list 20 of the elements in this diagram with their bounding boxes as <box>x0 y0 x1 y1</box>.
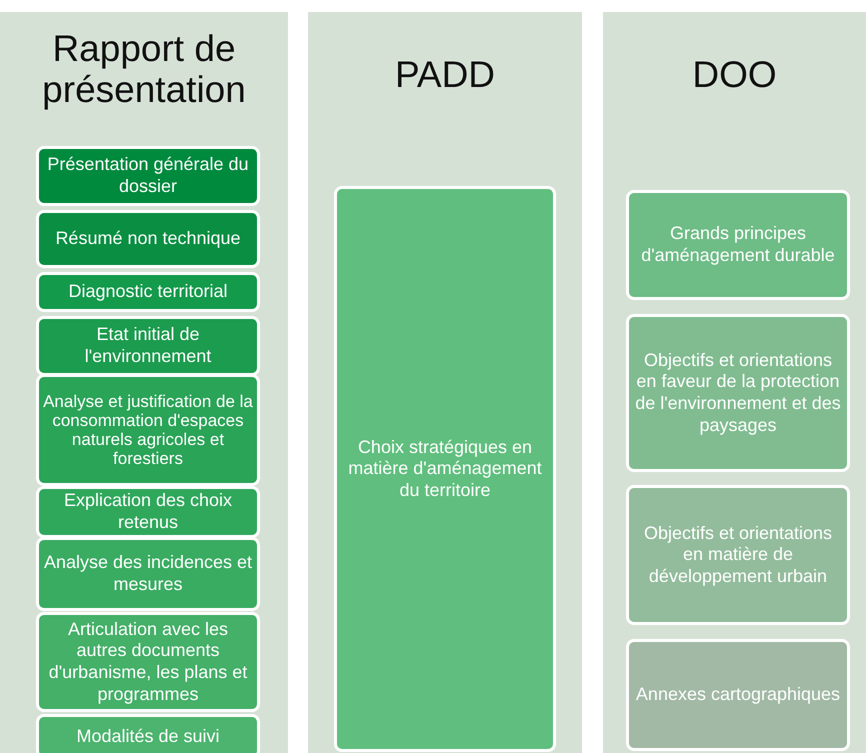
section-box: Annexes cartographiques <box>626 639 850 751</box>
section-box: Grands principes d'aménagement durable <box>626 190 850 300</box>
section-box: Articulation avec les autres documents d'urbanisme, les plans et programmes <box>36 612 260 712</box>
section-box: Résumé non technique <box>36 210 260 268</box>
column-panel <box>308 12 582 753</box>
section-box: Diagnostic territorial <box>36 272 260 312</box>
section-box: Analyse et justification de la consommation d'espaces naturels agricoles et forestiers <box>36 374 260 486</box>
column-heading: PADD <box>394 54 496 96</box>
section-box: Etat initial de l'environnement <box>36 316 260 376</box>
column-heading: Rapport de présentation <box>41 28 247 111</box>
section-box: Objectifs et orientations en matière de développement urbain <box>626 485 850 625</box>
column-heading: DOO <box>691 54 778 96</box>
column-panel <box>603 12 866 753</box>
section-box: Modalités de suivi <box>36 714 260 753</box>
section-box: Présentation générale du dossier <box>36 146 260 206</box>
section-box: Analyse des incidences et mesures <box>36 537 260 611</box>
section-box: Choix stratégiques en matière d'aménagement du territoire <box>334 186 556 752</box>
section-box: Explication des choix retenus <box>36 486 260 538</box>
column-panel <box>0 12 288 753</box>
section-box: Objectifs et orientations en faveur de la protection de l'environnement et des paysages <box>626 314 850 472</box>
